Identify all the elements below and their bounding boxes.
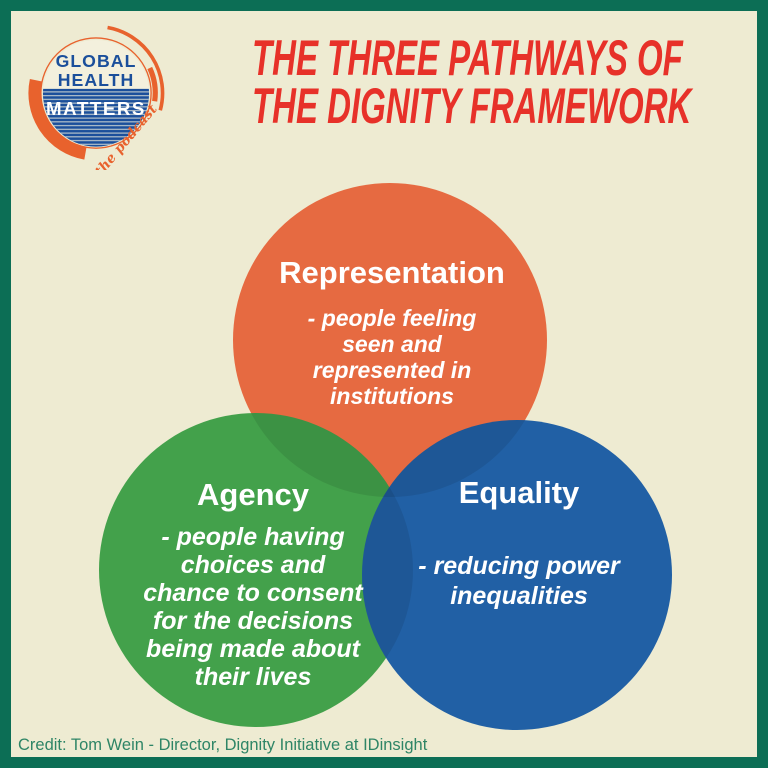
logo-text-global: GLOBAL bbox=[56, 51, 137, 71]
title-line-2: THE DIGNITY FRAMEWORK bbox=[251, 78, 692, 134]
logo-arc-top-right bbox=[107, 25, 165, 111]
logo-arc-bottom-left bbox=[28, 78, 87, 160]
agency-heading: Agency bbox=[197, 477, 309, 512]
representation-heading: Representation bbox=[279, 255, 505, 290]
page-title: THE THREE PATHWAYS OF THE DIGNITY FRAMEW… bbox=[150, 30, 750, 134]
logo-thin-ring bbox=[40, 37, 152, 149]
agency-circle bbox=[99, 413, 413, 727]
logo-text-health: HEALTH bbox=[58, 70, 135, 90]
logo-stripes bbox=[42, 88, 150, 147]
logo-text-matters: MATTERS bbox=[46, 98, 146, 119]
logo-arc-right bbox=[147, 66, 158, 102]
equality-heading: Equality bbox=[458, 475, 580, 510]
representation-circle bbox=[233, 183, 547, 497]
equality-circle bbox=[362, 420, 672, 730]
global-health-matters-logo: GLOBAL HEALTH MATTERS the podcast bbox=[18, 14, 174, 170]
credit-line: Credit: Tom Wein - Director, Dignity Ini… bbox=[18, 736, 428, 754]
title-line-1: THE THREE PATHWAYS OF bbox=[251, 30, 683, 86]
